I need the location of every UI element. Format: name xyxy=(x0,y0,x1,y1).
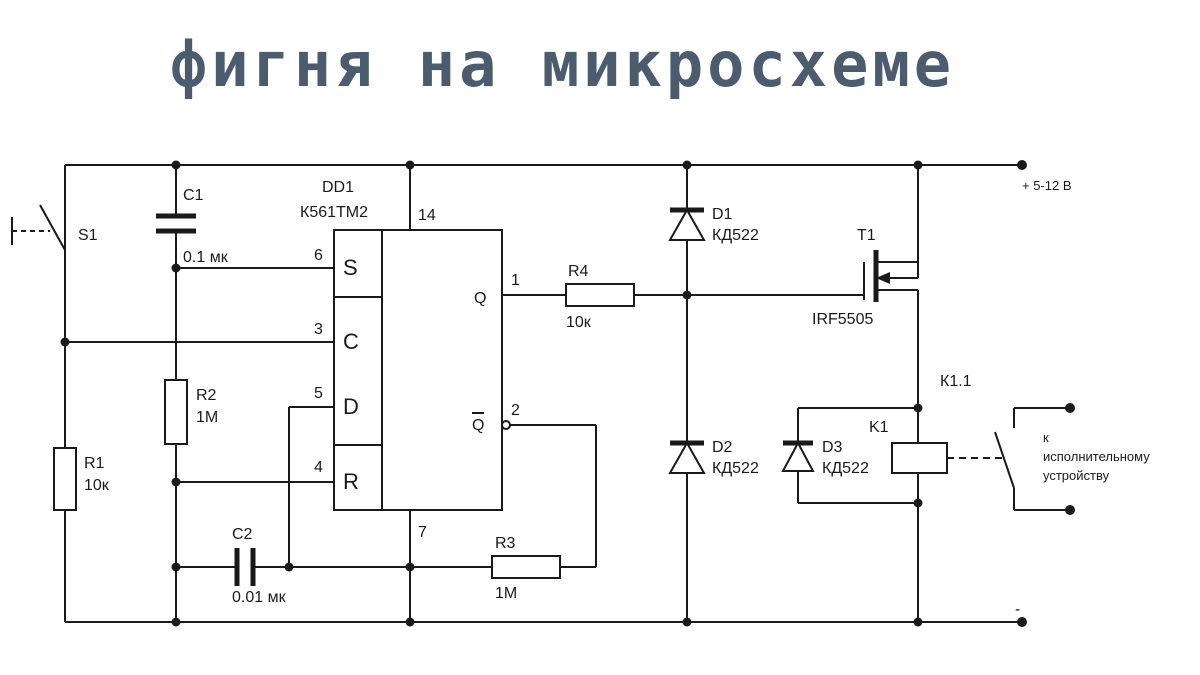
output-terminal-1[interactable] xyxy=(1065,403,1075,413)
page-title: фигня на микросхеме xyxy=(169,28,956,101)
relay-contact-k11 xyxy=(994,407,1070,511)
c2-value: 0.01 мк xyxy=(232,589,287,606)
k11-label: К1.1 xyxy=(940,373,972,390)
d1-label: D1 xyxy=(712,206,733,223)
diode-d1 xyxy=(668,207,706,241)
d2-part: КД522 xyxy=(712,460,759,477)
chip-ref: DD1 xyxy=(322,179,354,196)
negative-terminal[interactable] xyxy=(1017,617,1027,627)
positive-terminal[interactable] xyxy=(1017,160,1027,170)
load-label-line2: исполнительному xyxy=(1043,449,1150,464)
r2-value: 1М xyxy=(196,409,218,426)
pin-label-d: D xyxy=(343,394,359,419)
r2-label: R2 xyxy=(196,387,217,404)
chip-dd1 xyxy=(333,229,503,511)
pin-number-d: 5 xyxy=(314,385,323,402)
c1-value: 0.1 мк xyxy=(183,249,229,266)
chip-part: К561ТМ2 xyxy=(300,204,368,221)
r4-label: R4 xyxy=(568,263,589,280)
relay-k1-coil xyxy=(891,442,948,474)
pin-number-q: 1 xyxy=(511,272,520,289)
d3-part: КД522 xyxy=(822,460,869,477)
t1-label: T1 xyxy=(857,227,876,244)
transistor-t1 xyxy=(863,250,919,302)
switch-s1 xyxy=(11,165,66,448)
output-terminal-2[interactable] xyxy=(1065,505,1075,515)
r3-label: R3 xyxy=(495,535,516,552)
d2-label: D2 xyxy=(712,439,733,456)
ground-label: - xyxy=(1015,601,1020,618)
pin-number-gnd: 7 xyxy=(418,524,427,541)
d1-part: КД522 xyxy=(712,227,759,244)
supply-voltage-label: + 5-12 В xyxy=(1022,178,1072,193)
r1-label: R1 xyxy=(84,455,105,472)
pin-label-qbar: Q xyxy=(472,417,484,434)
r3-value: 1М xyxy=(495,585,517,602)
load-label-line1: к xyxy=(1043,430,1049,445)
s1-label: S1 xyxy=(78,227,98,244)
pin-number-s: 6 xyxy=(314,247,323,264)
pin-number-c: 3 xyxy=(314,321,323,338)
load-label-line3: устройству xyxy=(1043,468,1110,483)
diode-d2 xyxy=(668,440,706,474)
k1-label: K1 xyxy=(869,419,889,436)
resistor-r1 xyxy=(53,447,77,511)
pin-number-r: 4 xyxy=(314,459,323,476)
pin-number-vdd: 14 xyxy=(418,207,436,224)
c1-label: C1 xyxy=(183,187,204,204)
resistor-r3 xyxy=(491,555,561,579)
diode-d3 xyxy=(781,440,815,472)
pin-label-q: Q xyxy=(474,290,486,307)
d3-label: D3 xyxy=(822,439,843,456)
r4-value: 10к xyxy=(566,314,592,331)
pin-number-qbar: 2 xyxy=(511,402,520,419)
resistor-r2 xyxy=(164,379,188,445)
pin-label-c: C xyxy=(343,329,359,354)
qbar-inversion-bubble xyxy=(501,420,511,430)
pin-label-r: R xyxy=(343,469,359,494)
pin-label-s: S xyxy=(343,255,358,280)
c2-label: C2 xyxy=(232,526,253,543)
r1-value: 10к xyxy=(84,477,110,494)
t1-part: IRF5505 xyxy=(812,311,873,328)
resistor-r4 xyxy=(565,283,635,307)
